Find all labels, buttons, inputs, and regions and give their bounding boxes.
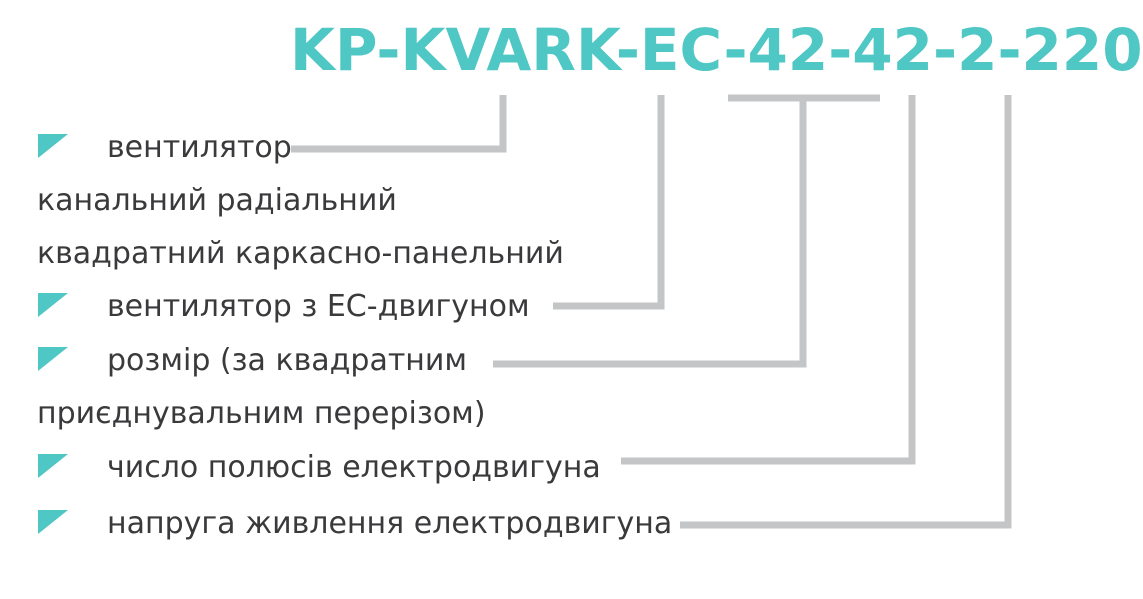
triangle-bullet-icon [38, 134, 68, 158]
legend-label-poles: число полюсів електродвигуна [107, 450, 601, 485]
triangle-bullet-icon [38, 347, 68, 371]
code-title: KP-KVARK-EC-42-42-2-220 [290, 16, 1143, 84]
connector-lines [291, 94, 1012, 529]
connector-ec-motor [553, 95, 665, 310]
legend-label-size-line2: приєднувальним перерізом) [37, 396, 486, 431]
legend-label-fan-line2: канальний радіальний [37, 183, 397, 218]
legend-label-ec-motor: вентилятор з ЕС-двигуном [107, 289, 530, 324]
legend-label-size: розмір (за квадратним [107, 343, 468, 378]
triangle-bullet-icon [38, 454, 68, 478]
connector-size [493, 94, 880, 368]
legend-label-fan: вентилятор [107, 130, 292, 165]
triangle-bullet-icon [38, 510, 68, 534]
connector-fan [291, 95, 507, 153]
legend-label-fan-line3: квадратний каркасно-панельний [37, 236, 564, 271]
connector-poles [621, 95, 916, 465]
connector-voltage [680, 95, 1012, 529]
legend-label-voltage: напруга живлення електродвигуна [107, 506, 673, 541]
triangle-bullet-icon [38, 293, 68, 317]
